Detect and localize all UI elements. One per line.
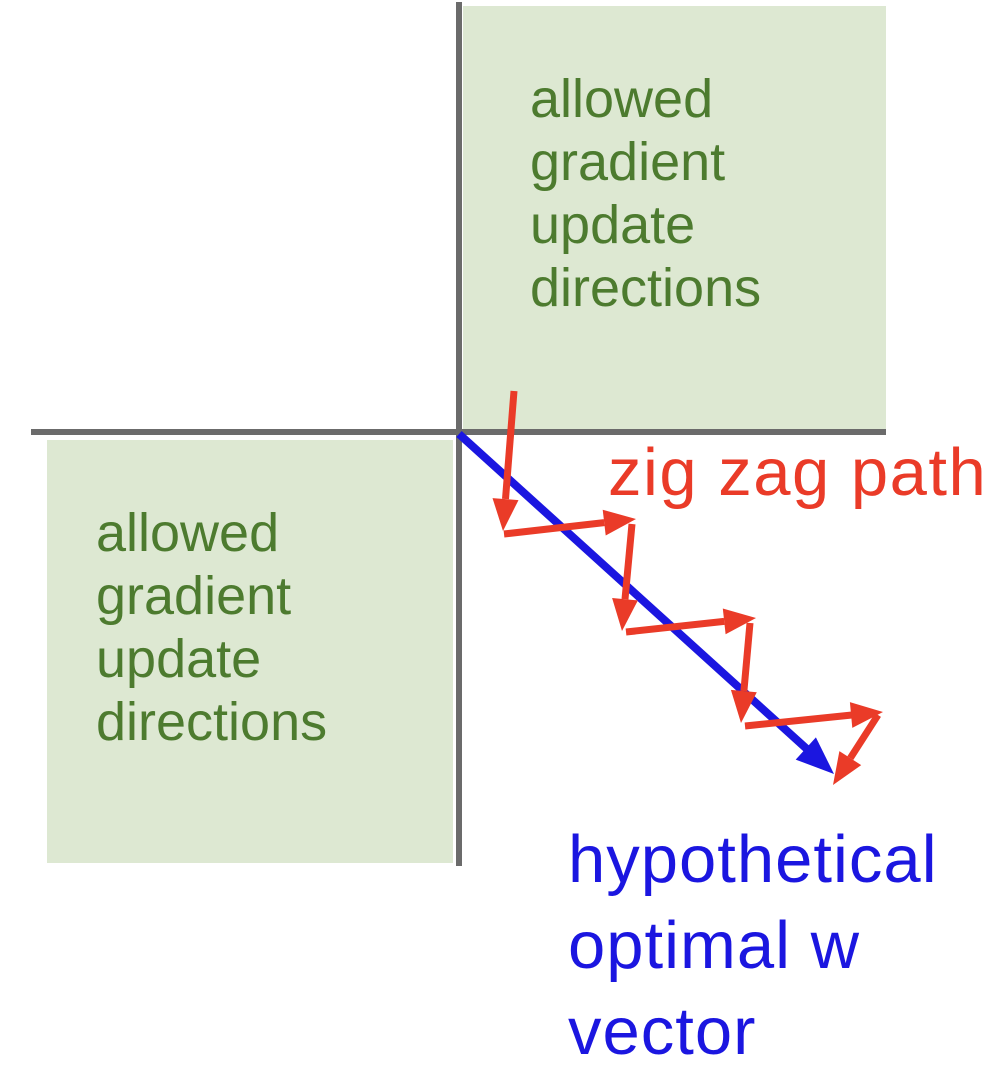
zigzag-path-label: zig zag path: [608, 435, 988, 510]
allowed-region-upper-right-label: allowed gradient update directions: [530, 69, 762, 318]
zigzag-segment-2: [503, 519, 605, 538]
zigzag-arrowhead-7: [833, 751, 862, 785]
zigzag-segment-5: [740, 622, 754, 692]
zigzag-segment-1: [502, 390, 518, 500]
zigzag-arrowhead-6: [849, 702, 883, 728]
zigzag-arrowhead-1: [492, 498, 519, 531]
zigzag-arrowhead-3: [612, 598, 638, 631]
zigzag-arrowhead-5: [730, 689, 757, 723]
zigzag-segment-4: [625, 617, 725, 636]
zigzag-arrowhead-4: [722, 608, 756, 635]
allowed-region-lower-left: allowed gradient update directions: [47, 440, 453, 863]
zigzag-segment-3: [621, 523, 636, 600]
optimal-w-vector-label: hypothetical optimal w vector: [568, 822, 938, 1069]
zigzag-path-arrows: [492, 390, 883, 785]
zigzag-segment-6: [744, 711, 853, 730]
zigzag-arrowhead-2: [602, 509, 636, 536]
zigzag-segment-7: [847, 713, 881, 760]
optimal-w-vector-arrowhead: [795, 737, 834, 774]
allowed-region-lower-left-label: allowed gradient update directions: [96, 503, 328, 752]
allowed-region-upper-right: allowed gradient update directions: [463, 6, 886, 430]
